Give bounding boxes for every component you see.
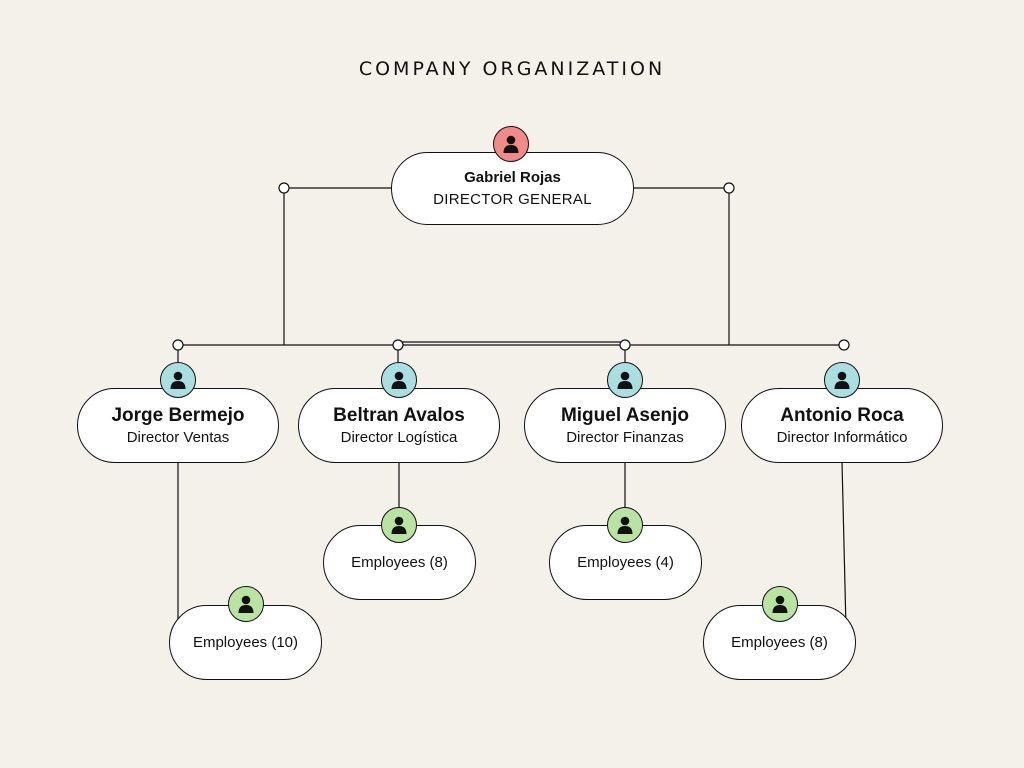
employees-label: Employees (10)	[192, 634, 299, 651]
director-name: Antonio Roca	[780, 404, 904, 426]
director-role: Director Finanzas	[566, 428, 684, 446]
person-icon	[762, 586, 798, 622]
person-icon	[607, 507, 643, 543]
employees-label: Employees (4)	[577, 554, 674, 571]
director-node-finanzas[interactable]: Miguel Asenjo Director Finanzas	[524, 388, 726, 463]
director-node-logistica[interactable]: Beltran Avalos Director Logística	[298, 388, 500, 463]
employees-node-finanzas[interactable]: Employees (4)	[549, 525, 702, 600]
director-general-node[interactable]: Gabriel Rojas DIRECTOR GENERAL	[391, 152, 634, 225]
director-role: Director Ventas	[126, 428, 230, 446]
employees-label: Employees (8)	[731, 634, 828, 651]
director-role: Director Informático	[776, 428, 908, 446]
person-icon	[381, 507, 417, 543]
chart-title: COMPANY ORGANIZATION	[358, 58, 666, 80]
director-node-ventas[interactable]: Jorge Bermejo Director Ventas	[77, 388, 279, 463]
director-role: Director Logística	[340, 428, 458, 446]
director-name: Miguel Asenjo	[560, 404, 690, 426]
employees-label: Employees (8)	[351, 554, 448, 571]
person-icon	[824, 362, 860, 398]
director-node-informatico[interactable]: Antonio Roca Director Informático	[741, 388, 943, 463]
person-icon	[607, 362, 643, 398]
director-general-name: Gabriel Rojas	[464, 168, 561, 186]
person-icon	[160, 362, 196, 398]
person-icon	[381, 362, 417, 398]
person-icon	[493, 126, 529, 162]
director-name: Jorge Bermejo	[111, 404, 245, 426]
director-name: Beltran Avalos	[333, 404, 465, 426]
person-icon	[228, 586, 264, 622]
director-general-role: DIRECTOR GENERAL	[433, 190, 592, 208]
